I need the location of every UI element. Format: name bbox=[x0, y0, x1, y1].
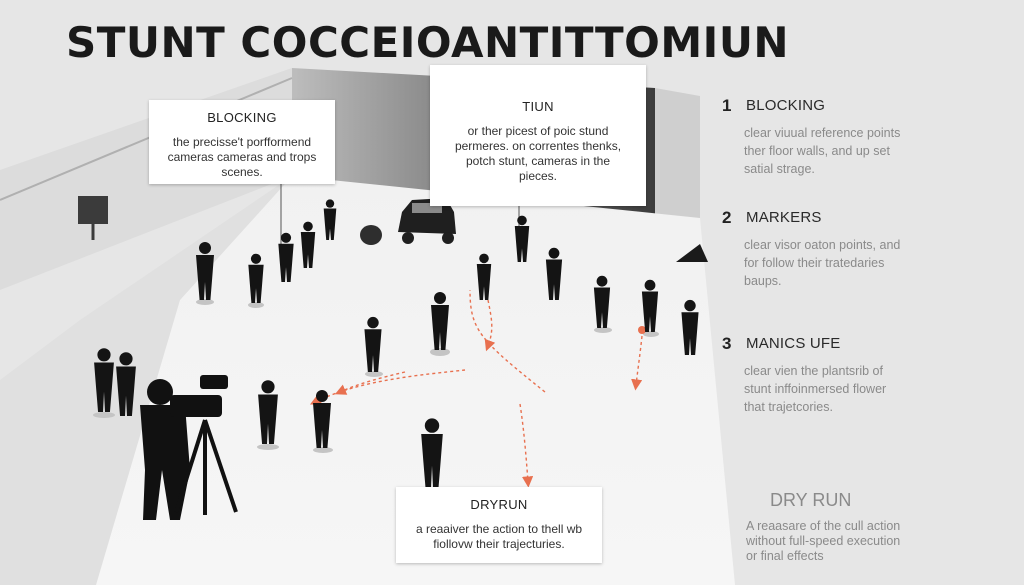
step-number: 3 bbox=[722, 334, 732, 353]
person-silhouette bbox=[278, 232, 294, 282]
callout-blocking: BLOCKING the precisse't porfformend came… bbox=[149, 100, 335, 184]
person-silhouette bbox=[514, 215, 530, 262]
person-silhouette bbox=[641, 279, 659, 332]
step-label: MANICS UFE bbox=[746, 335, 841, 352]
step-number: 2 bbox=[722, 208, 732, 227]
red-marker bbox=[638, 326, 646, 334]
person-silhouette bbox=[421, 418, 443, 488]
crew-figures bbox=[94, 199, 699, 488]
trajectory-path-6 bbox=[334, 371, 406, 395]
person-silhouette bbox=[258, 380, 278, 444]
dry-run-label: DRY RUN bbox=[770, 490, 852, 510]
trajectory-path-3 bbox=[484, 299, 496, 352]
softbox-light bbox=[676, 244, 708, 262]
step-number: 1 bbox=[722, 96, 732, 115]
studio-floor bbox=[80, 176, 735, 585]
monitor-stand bbox=[78, 196, 108, 224]
person-silhouette bbox=[431, 292, 449, 350]
callout-blocking-title: BLOCKING bbox=[207, 110, 277, 125]
person-silhouette bbox=[593, 275, 611, 328]
person-silhouette bbox=[116, 352, 136, 416]
step-description: clear vien the plantsrib of stunt inffoi… bbox=[744, 364, 887, 414]
person-silhouette bbox=[323, 199, 337, 240]
person-silhouette bbox=[545, 247, 563, 300]
trajectory-path-1 bbox=[469, 289, 546, 393]
person-silhouette bbox=[476, 253, 492, 300]
dry-run-note: DRY RUN A reaasare of the cull action wi… bbox=[746, 490, 1006, 564]
wall-rail bbox=[0, 77, 293, 201]
callout-dryrun-body: a reaaiver the action to thell wb fiollo… bbox=[415, 522, 583, 551]
person-silhouette bbox=[248, 253, 264, 303]
floor-edge bbox=[0, 176, 292, 585]
trajectory-path-5 bbox=[631, 335, 643, 391]
step-description: clear visor oaton points, and for follow… bbox=[744, 238, 901, 288]
trajectory-path-4 bbox=[519, 403, 534, 488]
spot-light bbox=[360, 225, 382, 245]
person-silhouette bbox=[94, 348, 114, 412]
callout-tiun: TIUN or ther picest of poic stund permer… bbox=[430, 65, 646, 206]
callout-dryrun: DRYRUN a reaaiver the action to thell wb… bbox=[396, 487, 602, 563]
back-wall-right bbox=[655, 88, 700, 230]
step-label: MARKERS bbox=[746, 209, 822, 226]
stunt-car bbox=[398, 198, 456, 244]
camera-operator-foreground bbox=[140, 375, 238, 520]
person-silhouette bbox=[313, 390, 331, 448]
person-silhouette bbox=[364, 316, 382, 372]
person-silhouette bbox=[681, 299, 699, 355]
step-description: clear viuual reference points ther floor… bbox=[744, 126, 901, 176]
person-silhouette bbox=[300, 221, 316, 268]
dry-run-description: A reaasare of the cull action without fu… bbox=[746, 519, 901, 563]
callout-blocking-body: the precisse't porfformend cameras camer… bbox=[167, 135, 317, 179]
step-label: BLOCKING bbox=[746, 97, 826, 114]
page-title: STUNT COCCEIOANTITTOMIUN bbox=[66, 18, 790, 67]
person-silhouette bbox=[196, 242, 214, 300]
callout-tiun-title: TIUN bbox=[522, 99, 554, 114]
callout-tiun-body: or ther picest of poic stund permeres. o… bbox=[454, 124, 622, 183]
callout-dryrun-title: DRYRUN bbox=[470, 497, 528, 512]
